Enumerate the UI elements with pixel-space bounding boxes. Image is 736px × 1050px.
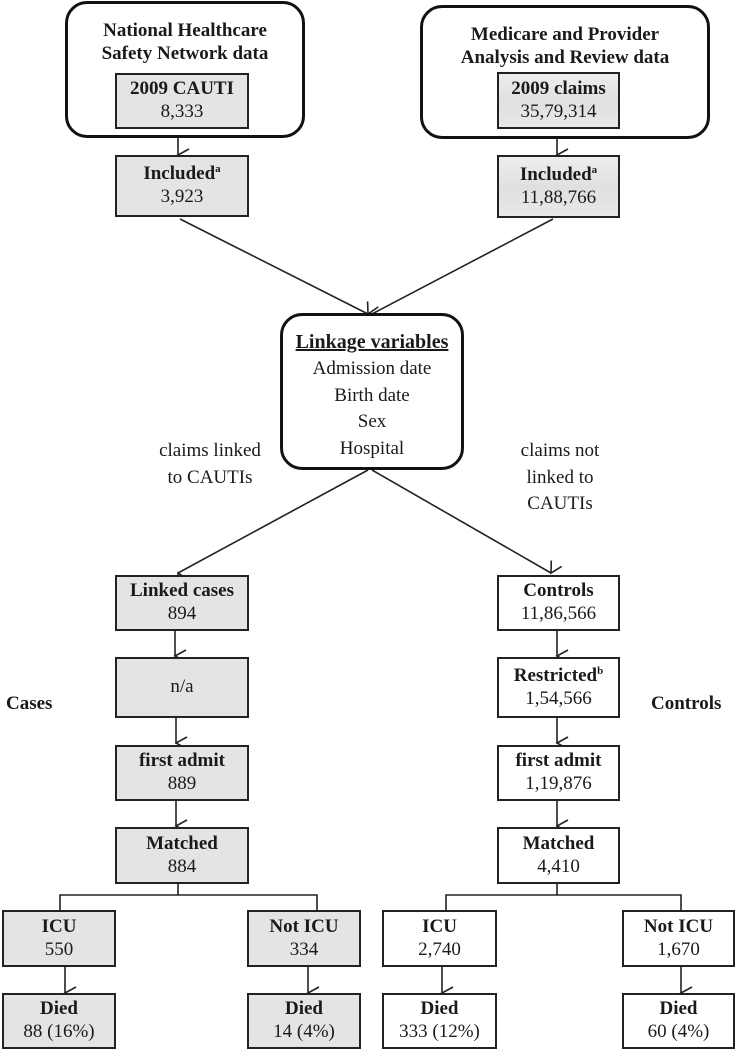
controls-not-icu-died-value: 60 (4%) (647, 1021, 710, 1042)
cases-split-bar (59, 894, 318, 910)
edge-label-not-linked: claims not linked to CAUTIs (500, 438, 620, 518)
medpar-claims-box: 2009 claims 35,79,314 (497, 72, 620, 129)
controls-icu-died-title: Died (420, 998, 459, 1020)
arrow-medpar-to-linkage (370, 218, 554, 327)
side-label-cases: Cases (6, 693, 53, 714)
cases-not-icu-title: Not ICU (269, 915, 339, 937)
controls-not-icu-title: Not ICU (643, 915, 714, 937)
nhsn-title-line2: Safety Network data (101, 42, 269, 64)
medpar-included-box: Includeda 11,88,766 (497, 155, 620, 218)
nhsn-cauti-title: 2009 CAUTI (130, 78, 234, 100)
medpar-title-line1: Medicare and Provider (470, 24, 660, 45)
controls-icu-died-value: 333 (12%) (399, 1021, 480, 1042)
controls-not-icu-died-box: Died 60 (4%) (622, 993, 735, 1049)
cases-linked-value: 894 (167, 603, 197, 624)
controls-first-admit-title: first admit (515, 750, 602, 772)
cases-first-admit-value: 889 (167, 773, 197, 794)
linkage-item-sex: Sex (357, 411, 387, 433)
edge-label-not-linked-line3: CAUTIs (527, 493, 593, 515)
controls-first-admit-box: first admit 1,19,876 (497, 745, 620, 801)
footnote-b-marker: b (597, 664, 604, 677)
controls-icu-died-box: Died 333 (12%) (382, 993, 497, 1049)
controls-icu-title: ICU (422, 915, 457, 937)
controls-not-icu-box: Not ICU 1,670 (622, 910, 735, 967)
linkage-item-birth-date: Birth date (334, 384, 410, 406)
controls-restricted-title: Restrictedb (514, 665, 603, 688)
cases-icu-box: ICU 550 (2, 910, 116, 967)
edge-label-linked-line1: claims linked (159, 440, 261, 461)
cases-restricted-box: n/a (115, 657, 249, 718)
medpar-source-title: Medicare and Provider Analysis and Revie… (423, 24, 707, 70)
arrow-linkage-to-cases (177, 469, 369, 586)
controls-not-icu-value: 1,670 (657, 938, 700, 960)
medpar-included-title: Includeda (520, 164, 597, 187)
cases-restricted-value: n/a (170, 676, 194, 698)
linkage-item-admission-date: Admission date (312, 358, 432, 379)
edge-label-linked-line2: to CAUTIs (167, 466, 253, 488)
arrow-nhsn-to-linkage (179, 218, 379, 316)
medpar-included-value: 11,88,766 (520, 186, 597, 208)
controls-restricted-value: 1,54,566 (525, 687, 592, 709)
controls-matched-title: Matched (522, 832, 595, 854)
medpar-claims-title: 2009 claims (511, 77, 606, 99)
nhsn-included-value: 3,923 (160, 186, 204, 207)
nhsn-cauti-box: 2009 CAUTI 8,333 (115, 73, 249, 129)
side-label-controls: Controls (651, 693, 722, 714)
controls-matched-box: Matched 4,410 (497, 827, 620, 884)
cases-not-icu-died-box: Died 14 (4%) (247, 993, 361, 1049)
cases-icu-title: ICU (41, 915, 77, 937)
cases-linked-title: Linked cases (130, 580, 234, 602)
cases-icu-died-value: 88 (16%) (23, 1021, 95, 1042)
linkage-variables-title: Linkage variables (295, 331, 449, 353)
controls-split-bar (445, 894, 682, 910)
nhsn-included-label: Included (143, 163, 216, 185)
medpar-included-label: Included (519, 163, 592, 185)
edge-label-not-linked-line2: linked to (526, 466, 594, 488)
medpar-title-line2: Analysis and Review data (460, 46, 670, 68)
cases-first-admit-box: first admit 889 (115, 745, 249, 801)
footnote-a-marker: a (215, 163, 221, 176)
footnote-a-marker: a (591, 163, 598, 176)
controls-first-admit-value: 1,19,876 (525, 773, 592, 794)
nhsn-included-title: Includeda (143, 163, 220, 186)
linkage-variables-box: Linkage variables Admission date Birth d… (280, 313, 464, 470)
controls-icu-box: ICU 2,740 (382, 910, 497, 967)
controls-restricted-label: Restricted (513, 664, 598, 686)
cases-not-icu-died-title: Died (285, 998, 323, 1020)
cases-linked-box: Linked cases 894 (115, 575, 249, 631)
arrow-linkage-to-controls (371, 469, 563, 575)
cases-matched-value: 884 (167, 855, 197, 877)
controls-box: Controls 11,86,566 (497, 575, 620, 631)
nhsn-source-container: National Healthcare Safety Network data (65, 1, 305, 138)
cases-not-icu-box: Not ICU 334 (247, 910, 361, 967)
controls-value: 11,86,566 (520, 603, 597, 624)
cases-matched-title: Matched (146, 832, 218, 854)
edge-label-linked: claims linked to CAUTIs (140, 438, 280, 491)
controls-title: Controls (523, 580, 594, 602)
controls-not-icu-died-title: Died (659, 998, 698, 1020)
nhsn-cauti-value: 8,333 (160, 101, 204, 122)
cases-not-icu-died-value: 14 (4%) (273, 1021, 335, 1042)
cases-matched-box: Matched 884 (115, 827, 249, 884)
controls-icu-value: 2,740 (418, 938, 461, 960)
nhsn-source-title: National Healthcare Safety Network data (68, 20, 302, 66)
edge-label-not-linked-line1: claims not (520, 440, 600, 461)
cases-icu-died-box: Died 88 (16%) (2, 993, 116, 1049)
cases-icu-died-title: Died (40, 998, 78, 1020)
cases-icu-value: 550 (44, 938, 74, 960)
nhsn-title-line1: National Healthcare (103, 20, 267, 41)
controls-restricted-box: Restrictedb 1,54,566 (497, 657, 620, 718)
controls-matched-value: 4,410 (537, 855, 580, 877)
cases-not-icu-value: 334 (289, 938, 319, 960)
medpar-claims-value: 35,79,314 (520, 100, 597, 122)
cases-first-admit-title: first admit (138, 750, 225, 772)
nhsn-included-box: Includeda 3,923 (115, 155, 249, 217)
linkage-item-hospital: Hospital (339, 437, 405, 459)
